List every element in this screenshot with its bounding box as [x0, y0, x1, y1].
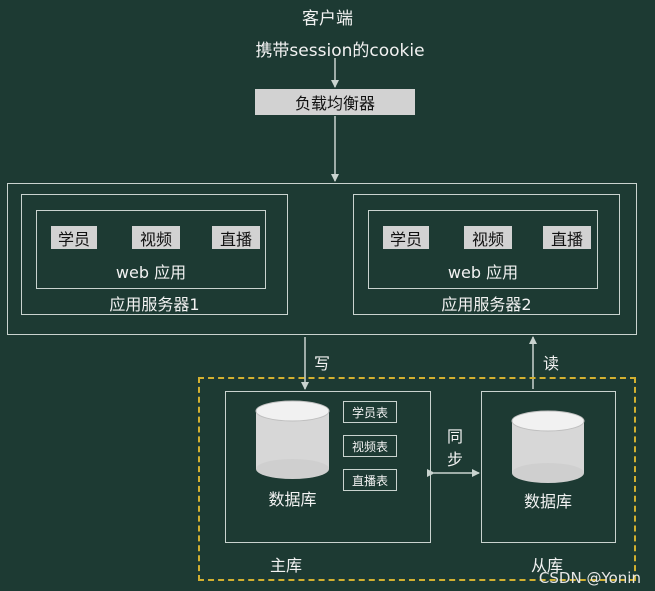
server-cluster-box	[7, 183, 637, 335]
module-live-2: 直播	[543, 226, 591, 249]
master-db-box	[225, 391, 431, 543]
app-server-2-box	[353, 194, 620, 315]
module-video-2: 视频	[464, 226, 512, 249]
master-section-label: 主库	[270, 556, 303, 575]
watermark: CSDN @Yonin	[538, 569, 641, 587]
app-server-2-label: 应用服务器2	[441, 295, 532, 314]
client-subtitle: 携带session的cookie	[255, 41, 425, 61]
web-app-1-box	[36, 210, 266, 289]
app-server-1-box	[21, 194, 288, 315]
app-server-1-label: 应用服务器1	[109, 295, 200, 314]
web-app-1-label: web 应用	[115, 263, 187, 282]
load-balancer-label: 负载均衡器	[294, 94, 375, 113]
module-live-1: 直播	[212, 226, 260, 249]
module-student-2: 学员	[383, 226, 429, 249]
slave-section-label: 从库	[531, 556, 564, 575]
table-student: 学员表	[343, 401, 397, 423]
sync-label-line2: 步	[447, 450, 464, 469]
master-database-icon	[255, 400, 330, 479]
web-app-2-box	[368, 210, 598, 289]
table-video: 视频表	[343, 435, 397, 457]
web-app-2-label: web 应用	[447, 263, 519, 282]
database-cluster-box	[198, 377, 636, 581]
module-student-1: 学员	[51, 226, 97, 249]
slave-database-icon	[511, 410, 585, 483]
sync-label-line1: 同	[447, 427, 464, 446]
slave-db-box	[481, 391, 616, 543]
read-label: 读	[543, 354, 560, 373]
write-label: 写	[314, 354, 331, 373]
slave-db-label: 数据库	[523, 492, 572, 511]
client-title: 客户端	[302, 9, 353, 29]
load-balancer-box: 负载均衡器	[255, 89, 415, 115]
table-live: 直播表	[343, 469, 397, 491]
master-db-label: 数据库	[268, 490, 317, 509]
module-video-1: 视频	[132, 226, 180, 249]
